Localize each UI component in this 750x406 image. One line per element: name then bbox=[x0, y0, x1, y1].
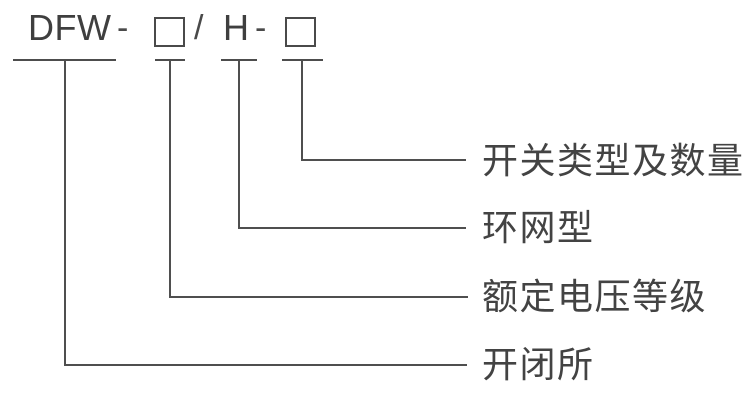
connector-line-station bbox=[64, 60, 467, 366]
label-ring-network-type: 环网型 bbox=[482, 207, 595, 248]
label-switching-station: 开闭所 bbox=[482, 344, 595, 385]
voltage-placeholder-box bbox=[154, 17, 185, 47]
ring-type-code-text: H bbox=[223, 7, 250, 48]
label-switch-type-quantity: 开关类型及数量 bbox=[482, 140, 745, 181]
connector-line-switch-type bbox=[301, 60, 466, 161]
label-rated-voltage-level: 额定电压等级 bbox=[482, 276, 708, 317]
switch-placeholder-box bbox=[285, 17, 316, 47]
model-prefix-text: DFW bbox=[28, 7, 112, 48]
connector-line-ring-network bbox=[238, 60, 466, 229]
separator-dash-1: - bbox=[117, 9, 129, 47]
connector-line-voltage bbox=[169, 60, 468, 298]
separator-dash-2: - bbox=[255, 9, 267, 47]
separator-slash: / bbox=[194, 9, 204, 47]
